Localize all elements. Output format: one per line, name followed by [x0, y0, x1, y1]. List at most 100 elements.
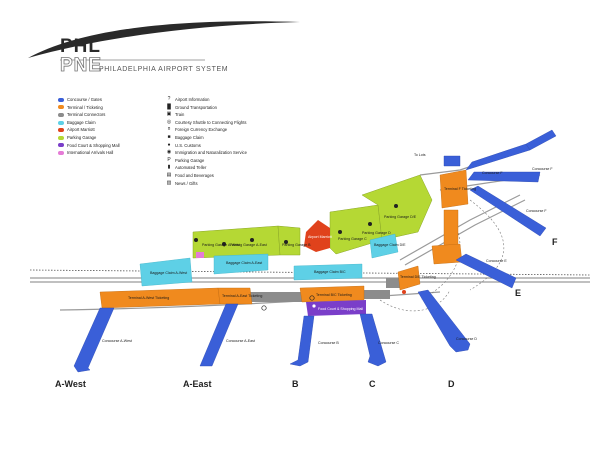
concourse-d-shape: [417, 289, 471, 353]
terminal-de-shape: [397, 265, 421, 291]
legend-right-item: ▥News / Gifts: [166, 180, 247, 188]
baggage-claims: [139, 233, 399, 287]
legend-left-item: Parking Garage: [58, 134, 120, 142]
legend-right-item: ◎Courtesy Shuttle to Connecting Flights: [166, 119, 247, 127]
legend-amenities: ? Airport Information █Ground Transportati…: [166, 96, 247, 187]
label-e: E: [515, 288, 522, 298]
terminal-bc-shape: [299, 285, 365, 303]
terminal-connectors: [248, 278, 408, 302]
map-label-concourse-a-east: Concourse A-East: [226, 339, 255, 343]
legend-right-item: ■ Baggage Claim: [166, 134, 247, 142]
label-a-west: A-West: [55, 379, 86, 389]
baggage-a-east-shape: [213, 253, 269, 275]
concourse-f-stub-shape: [525, 129, 557, 151]
legend-label: Baggage Claim: [175, 134, 204, 140]
legend-label: Train: [175, 112, 185, 118]
legend-label: Baggage Claim: [67, 119, 96, 125]
legend-swatch: [58, 120, 64, 125]
logo-swoosh: [28, 21, 300, 58]
legend-label: Food and Beverages: [175, 172, 214, 178]
baggage-icon: ■: [167, 133, 171, 140]
map-label-garage-c: Parking Garage C: [338, 237, 367, 241]
map-label-to-lots: To Lots: [414, 153, 426, 157]
legend-swatch: [58, 135, 64, 140]
label-d: D: [448, 379, 455, 389]
concourse-f2-shape: [467, 171, 541, 183]
concourse-e-shape: [455, 253, 517, 289]
legend-swatch: [58, 143, 64, 148]
concourse-b-shape: [289, 315, 315, 367]
legend-label: Concourse / Gates: [67, 97, 102, 102]
legend-right-item: ▤Food and Beverages: [166, 172, 247, 180]
legend-label: Airport Information: [175, 97, 210, 102]
marriott-shape: [304, 220, 330, 252]
legend-right-item: █Ground Transportation: [166, 104, 247, 112]
legend-right-item: ? Airport Information: [166, 96, 247, 104]
currency-icon: ¤: [167, 126, 171, 133]
concourses: [73, 129, 557, 373]
legend-label: Parking Garage: [67, 134, 97, 140]
legend-right-item: ▣Train: [166, 111, 247, 119]
map-label-garage-a-west: Parking Garage A-West: [202, 243, 240, 247]
logo-pne: PNE: [60, 55, 103, 77]
concourse-f3-shape: [469, 185, 547, 237]
legend-label: Courtesy Shuttle to Connecting Flights: [175, 119, 247, 125]
info-icon: ?: [167, 96, 171, 102]
label-c: C: [369, 379, 376, 389]
map-label-concourse-f1: Concourse F: [482, 171, 503, 175]
label-f: F: [552, 237, 558, 247]
legend-label: Parking Garage: [175, 157, 205, 163]
legend-left-item: Baggage Claim: [58, 119, 120, 127]
legend-swatch: [58, 105, 64, 110]
parking-icon: P: [167, 156, 171, 163]
map-label-concourse-f2: Concourse F: [532, 167, 553, 171]
amenity-icons: [194, 204, 406, 311]
map-label-baggage-de: Baggage Claim D/E: [374, 243, 406, 247]
train-icon: ▣: [166, 111, 172, 118]
map-label-garage-de: Parking Garage D/E: [384, 215, 417, 219]
map-label-terminal-de: Terminal D/E Ticketing: [400, 275, 436, 279]
label-b: B: [292, 379, 299, 389]
legend-swatch: [58, 150, 64, 155]
terminal-a-east-shape: [217, 287, 253, 305]
legend-left-item: International Arrivals Hall: [58, 149, 120, 157]
terminal-f-shape: [439, 169, 469, 209]
map-label-food-court: Food Court & Shopping Mall: [318, 307, 363, 311]
garage-b-shape: [277, 225, 301, 256]
logo-phl: PHL: [60, 36, 101, 57]
baggage-bc-shape: [293, 263, 363, 281]
shuttle-icon: ◎: [166, 118, 172, 125]
legend-label: Immigration and Naturalization Service: [175, 150, 247, 156]
legend-swatch: [58, 97, 64, 102]
terminals: [99, 169, 469, 309]
concourse-a-west-shape: [73, 307, 115, 373]
legend-label: International Arrivals Hall: [67, 150, 114, 156]
map-label-garage-b: Parking Garage B: [282, 243, 311, 247]
label-a-east: A-East: [183, 379, 212, 389]
concourse-f-north-shape: [443, 155, 461, 167]
map-label-terminal-f: Terminal F Ticketing: [444, 187, 476, 191]
baggage-de-shape: [369, 233, 399, 259]
map-label-concourse-b: Concourse B: [318, 341, 339, 345]
legend-left-item: Food Court & Shopping Mall: [58, 142, 120, 150]
map-label-concourse-f3: Concourse F: [526, 209, 547, 213]
food-icon: ▤: [166, 171, 172, 178]
legend-swatch: [58, 112, 64, 117]
legend-right-item: ●U.S. Customs: [166, 142, 247, 150]
legend-label: Airport Marriott: [67, 127, 95, 133]
legend-label: Food Court & Shopping Mall: [67, 142, 120, 148]
legend-left-item: Airport Marriott: [58, 126, 120, 134]
map-label-terminal-a-west: Terminal A-West Ticketing: [128, 296, 169, 300]
legend-label: News / Gifts: [175, 180, 198, 186]
food-court-shape: [306, 300, 366, 316]
map-label-terminal-bc: Terminal B/C Ticketing: [316, 293, 352, 297]
gifts-icon: ▥: [166, 179, 172, 186]
map-label-concourse-e: Concourse E: [486, 259, 507, 263]
immigration-icon: ◉: [166, 149, 172, 156]
logo-subtitle: PHILADELPHIA AIRPORT SYSTEM: [99, 66, 229, 73]
map-label-garage-a-east: Parking Garage A-East: [230, 243, 267, 247]
intl-arrivals-shape: [196, 252, 204, 258]
atm-icon: ▮: [167, 164, 171, 171]
